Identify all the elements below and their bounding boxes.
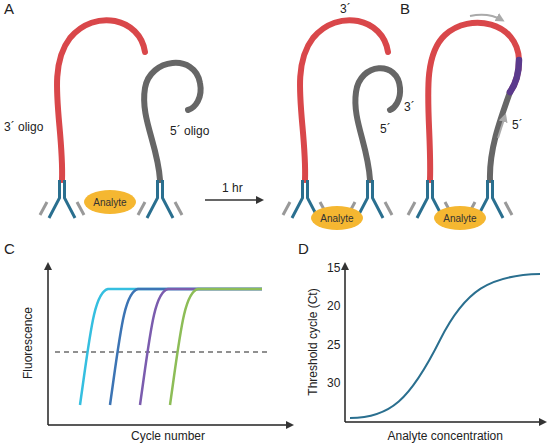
axis-line xyxy=(344,264,346,422)
analyte-oval: Analyte xyxy=(84,190,136,214)
tick-label: 25 xyxy=(327,338,340,352)
axis-line xyxy=(345,421,545,423)
axis-line xyxy=(47,264,49,425)
analyte-oval: Analyte xyxy=(311,206,363,230)
analyte-fill xyxy=(434,206,486,230)
strand-label: 5´ oligo xyxy=(170,124,209,138)
antibody-heavy-chain xyxy=(292,180,318,218)
antibody-heavy-chain xyxy=(49,180,75,218)
panel-letter: D xyxy=(298,240,309,257)
analyte-label: Analyte xyxy=(320,213,353,224)
oligo-strand xyxy=(490,92,510,180)
oligo-strand xyxy=(57,20,145,180)
analyte-fill xyxy=(84,190,136,214)
analyte-label: Analyte xyxy=(443,213,476,224)
antibody-light-chain xyxy=(40,202,84,215)
amplification-curve xyxy=(170,289,262,405)
oligo-strand xyxy=(144,63,201,180)
tick-label: 20 xyxy=(327,299,340,313)
panel-letter: B xyxy=(400,0,410,17)
analyte-oval: Analyte xyxy=(434,206,486,230)
amplification-curve xyxy=(80,289,262,405)
oligo-strand xyxy=(355,68,400,180)
hybridized-overlap xyxy=(510,60,519,92)
antibody-heavy-chain xyxy=(357,180,383,218)
oligo-strand xyxy=(300,20,388,180)
analyte-text-wrap: Analyte xyxy=(434,206,486,230)
analyte-fill xyxy=(311,206,363,230)
analyte-text-wrap: Analyte xyxy=(311,206,363,230)
amplification-curve xyxy=(110,289,262,405)
extension-arrow xyxy=(498,116,505,138)
antibody-symbol xyxy=(40,180,84,218)
tick-label: 30 xyxy=(327,376,340,390)
amplification-curve xyxy=(140,289,262,405)
time-label: 1 hr xyxy=(222,181,243,195)
antibody-symbol xyxy=(138,180,182,218)
axis-title: Analyte concentration xyxy=(388,429,503,443)
axis-title: Cycle number xyxy=(131,429,205,443)
end-label: 5´ xyxy=(512,118,523,132)
antibody-heavy-chain xyxy=(147,180,173,218)
antibody-light-chain xyxy=(138,202,182,215)
panel-letter: A xyxy=(4,0,14,17)
extension-arrow xyxy=(470,15,502,20)
tick-label: 15 xyxy=(327,261,340,275)
analyte-text-wrap: Analyte xyxy=(84,190,136,214)
end-label: 3´ xyxy=(404,100,415,114)
axis-title: Threshold cycle (Ct) xyxy=(305,288,319,395)
axis-line xyxy=(48,424,292,426)
end-label: 5´ xyxy=(380,122,391,136)
reaction-arrow xyxy=(205,199,262,201)
oligo-strand xyxy=(428,23,519,180)
strand-label: 3´ oligo xyxy=(4,120,43,134)
panel-letter: C xyxy=(4,240,15,257)
standard-curve xyxy=(350,274,540,418)
axis-title: Fluorescence xyxy=(21,307,35,379)
end-label: 3´ xyxy=(340,2,351,16)
analyte-label: Analyte xyxy=(93,197,126,208)
